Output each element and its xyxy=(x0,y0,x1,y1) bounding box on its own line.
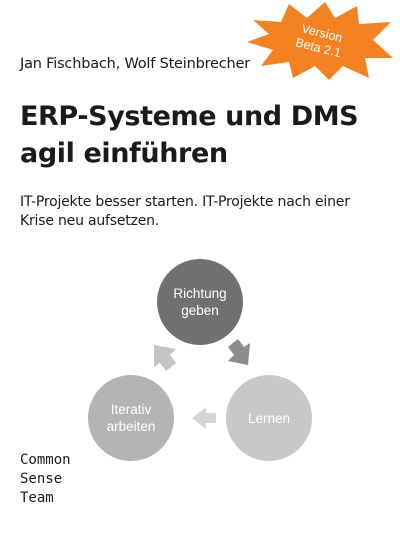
arrow-right-to-left xyxy=(192,407,216,429)
publisher-line-2: Sense xyxy=(20,471,63,487)
book-title: ERP-Systeme und DMS agil einführen xyxy=(20,98,390,172)
node-label-line: Iterativ xyxy=(110,402,152,417)
agile-cycle-diagram: Richtung geben Lernen Iterativ arbeiten xyxy=(0,255,400,461)
subtitle-line-1: IT-Projekte besser starten. IT-Projekte … xyxy=(20,194,350,210)
publisher-name: Common Sense Team xyxy=(20,451,71,508)
node-label-line: geben xyxy=(181,303,219,318)
cycle-node-lernen: Lernen xyxy=(226,375,312,461)
arrow-top-to-right xyxy=(228,339,250,365)
cycle-arrows xyxy=(154,339,250,429)
node-label-line: Richtung xyxy=(173,286,227,301)
title-line-1: ERP-Systeme und DMS xyxy=(20,101,359,132)
cycle-node-iterativ-arbeiten: Iterativ arbeiten xyxy=(88,375,174,461)
publisher-line-1: Common xyxy=(20,452,71,468)
subtitle-line-2: Krise neu aufsetzen. xyxy=(20,213,160,229)
publisher-line-3: Team xyxy=(20,490,54,506)
node-label-line: arbeiten xyxy=(106,419,156,434)
cycle-node-richtung-geben: Richtung geben xyxy=(157,259,243,345)
version-badge: Version Beta 2.1 xyxy=(245,0,395,82)
node-label-line: Lernen xyxy=(247,410,291,426)
title-line-2: agil einführen xyxy=(20,138,228,169)
arrow-left-to-top xyxy=(154,345,176,371)
authors: Jan Fischbach, Wolf Steinbrecher xyxy=(20,56,251,72)
version-badge-text: Version Beta 2.1 xyxy=(237,0,400,99)
starburst-shape xyxy=(247,2,393,80)
book-subtitle: IT-Projekte besser starten. IT-Projekte … xyxy=(20,193,390,231)
